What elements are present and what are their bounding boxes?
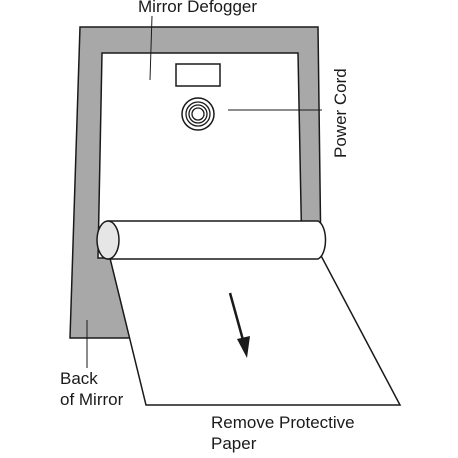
mirror-defogger-label: Mirror Defogger	[138, 0, 258, 16]
back-of-mirror-line-1: Back	[60, 369, 98, 388]
remove-paper-line-2: Paper	[211, 434, 257, 453]
power-cord-label: Power Cord	[331, 68, 350, 158]
power-cord-connector-icon	[181, 97, 215, 131]
remove-paper-line-1: Remove Protective	[211, 413, 355, 432]
paper-roll	[96, 220, 327, 260]
protective-paper	[107, 249, 402, 406]
defogger-label-plate	[175, 63, 221, 87]
down-arrow-icon	[228, 292, 250, 358]
leader-mirror-defogger	[149, 15, 153, 81]
remove-protective-paper-label: Remove Protective Paper	[211, 412, 355, 454]
back-of-mirror-label: Back of Mirror	[60, 368, 123, 410]
back-of-mirror-line-2: of Mirror	[60, 390, 124, 409]
